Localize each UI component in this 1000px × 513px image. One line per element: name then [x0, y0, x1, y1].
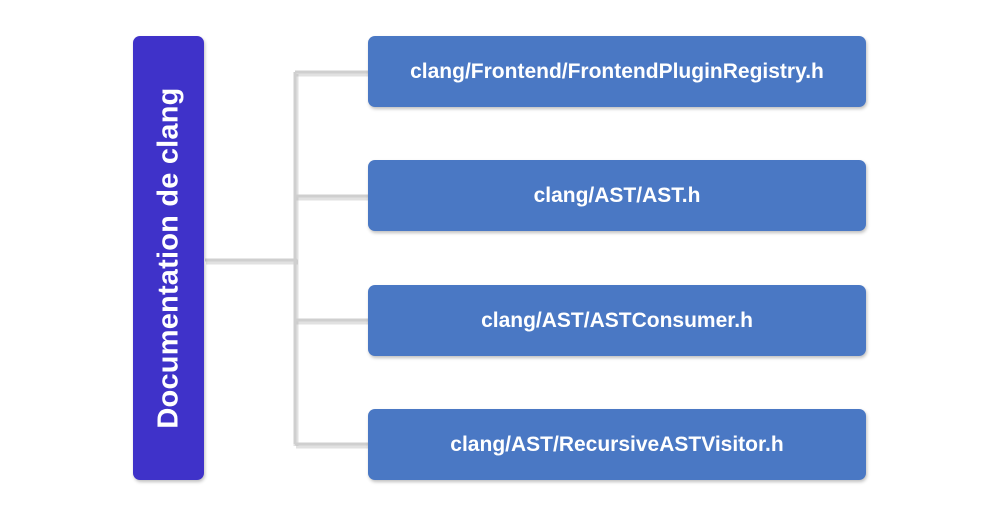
child-node-label: clang/Frontend/FrontendPluginRegistry.h: [410, 59, 824, 83]
child-node-frontend-plugin-registry: clang/Frontend/FrontendPluginRegistry.h: [368, 36, 866, 107]
child-node-label: clang/AST/ASTConsumer.h: [481, 308, 753, 332]
child-node-label: clang/AST/AST.h: [533, 183, 701, 207]
child-node-ast-consumer: clang/AST/ASTConsumer.h: [368, 285, 866, 356]
root-node-label: Documentation de clang: [152, 87, 184, 429]
child-node-recursive-ast-visitor: clang/AST/RecursiveASTVisitor.h: [368, 409, 866, 480]
child-node-label: clang/AST/RecursiveASTVisitor.h: [450, 432, 784, 456]
child-node-ast: clang/AST/AST.h: [368, 160, 866, 231]
root-node: Documentation de clang: [133, 36, 204, 480]
